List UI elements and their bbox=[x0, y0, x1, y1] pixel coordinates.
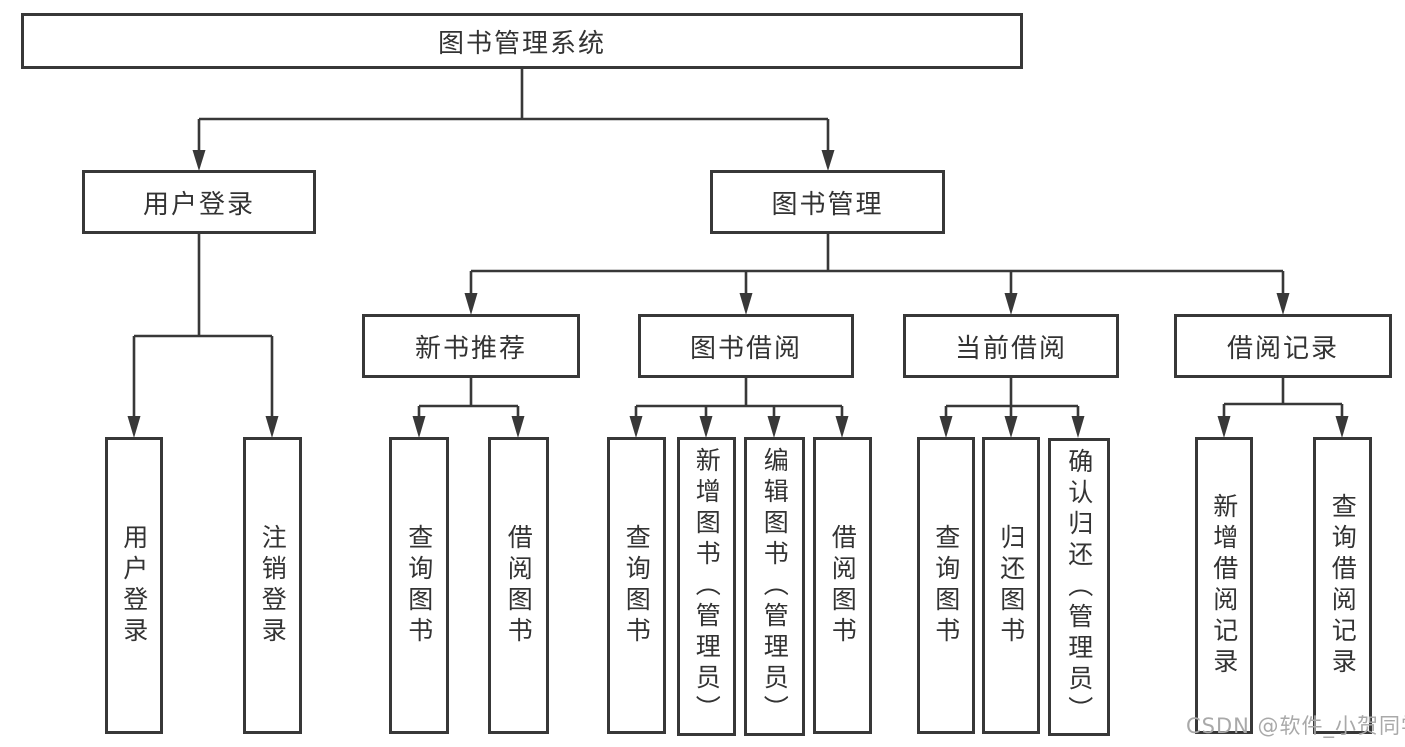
leaf-return-book: 归还图书 bbox=[982, 437, 1040, 734]
connector-root-split bbox=[192, 68, 835, 171]
leaf-borrow-book-recommend: 借阅图书 bbox=[488, 437, 549, 734]
leaf-add-book-admin: 新增图书（管理员） bbox=[677, 437, 736, 736]
connector-new-book-split bbox=[412, 378, 525, 438]
connector-user-login-split bbox=[127, 233, 279, 438]
watermark: CSDN @软件_小贺同学 bbox=[1186, 714, 1405, 738]
connector-book-management-split bbox=[464, 233, 1290, 315]
leaf-add-borrow-record: 新增借阅记录 bbox=[1195, 437, 1253, 734]
leaf-query-book-recommend: 查询图书 bbox=[389, 437, 449, 734]
leaf-edit-book-admin: 编辑图书（管理员） bbox=[744, 437, 805, 736]
node-book-management: 图书管理 bbox=[710, 170, 945, 234]
leaf-query-book-borrow: 查询图书 bbox=[607, 437, 666, 734]
leaf-query-book-current: 查询图书 bbox=[917, 437, 975, 734]
leaf-confirm-return-admin: 确认归还（管理员） bbox=[1048, 438, 1110, 736]
leaf-logout-login: 注销登录 bbox=[243, 437, 302, 734]
node-library-management-system: 图书管理系统 bbox=[21, 13, 1023, 69]
leaf-query-borrow-record: 查询借阅记录 bbox=[1313, 437, 1372, 734]
node-user-login: 用户登录 bbox=[82, 170, 316, 234]
leaf-user-login: 用户登录 bbox=[105, 437, 163, 734]
node-book-borrow: 图书借阅 bbox=[638, 314, 854, 378]
connector-book-borrow-split bbox=[629, 378, 849, 438]
connector-borrow-records-split bbox=[1217, 378, 1349, 438]
node-new-book-recommend: 新书推荐 bbox=[362, 314, 580, 378]
leaf-borrow-book: 借阅图书 bbox=[813, 437, 872, 734]
connector-current-borrow-split bbox=[939, 378, 1085, 438]
node-current-borrow: 当前借阅 bbox=[903, 314, 1119, 378]
node-borrow-records: 借阅记录 bbox=[1174, 314, 1392, 378]
